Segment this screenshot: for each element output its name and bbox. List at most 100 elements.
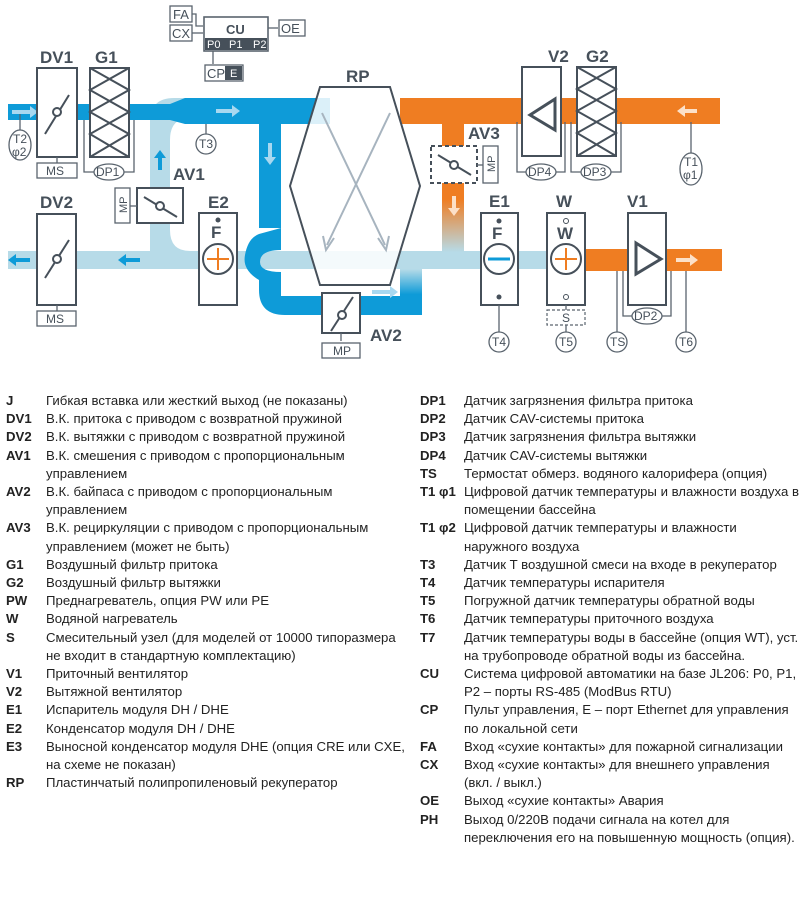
svg-text:AV3: AV3 [468,124,500,143]
legend-row: E3 Выносной конденсатор модуля DHE (опция… [6,738,406,774]
legend-code: AV3 [6,520,31,536]
damper-av2: MP AV2 [321,292,402,359]
damper-av3: AV3 MP [430,124,500,184]
legend-description: Выносной конденсатор модуля DHE (опция C… [46,738,405,773]
legend-code: RP [6,775,25,791]
svg-text:CX: CX [172,26,190,41]
svg-text:T1: T1 [684,155,698,169]
flow-arrow [12,105,398,298]
svg-text:AV2: AV2 [370,326,402,345]
damper-dv1: DV1 MS [36,48,78,179]
svg-text:φ2: φ2 [12,145,27,159]
legend-description: Конденсатор модуля DH / DHE [46,720,235,736]
legend-description: Датчик загрязнения фильтра вытяжки [464,429,697,445]
condenser-e2: E2 F [198,193,238,306]
legend-description: В.К. притока с приводом с возвратной пру… [46,411,343,427]
legend-description: Испаритель модуля DH / DHE [46,702,229,718]
legend-code: G1 [6,556,24,572]
svg-text:TS: TS [610,335,625,349]
legend-description: Вход «сухие контакты» для внешнего управ… [464,757,770,791]
svg-text:F: F [492,224,502,243]
legend-code: E3 [6,738,23,754]
svg-text:FA: FA [173,7,189,22]
legend-row: T5 Погружной датчик температуры обратной … [420,592,800,610]
svg-text:S: S [562,311,570,325]
svg-text:F: F [211,223,221,242]
legend-description: Цифровой датчик температуры и влажности … [464,484,799,518]
flow-arrow [448,105,698,266]
svg-text:DV1: DV1 [40,48,73,67]
svg-text:RP: RP [346,67,370,86]
legend-description: Погружной датчик температуры обратной во… [464,593,755,609]
svg-text:G1: G1 [95,48,118,67]
sensor-t6: T6 [675,271,697,353]
svg-text:MP: MP [118,197,130,214]
legend-description: Датчик температуры приточного воздуха [464,611,714,627]
svg-text:W: W [556,192,573,211]
legend-row: DP1 Датчик загрязнения фильтра притока [420,392,800,410]
svg-text:DP2: DP2 [634,309,658,323]
legend-description: Датчик температуры испарителя [464,575,665,591]
fan-v2: V2 DP4 [516,47,569,181]
svg-text:DP1: DP1 [96,165,120,179]
legend-description: В.К. вытяжки с приводом с возвратной пру… [46,429,346,445]
svg-text:P2: P2 [253,39,266,51]
legend-description: Воздушный фильтр вытяжки [46,575,221,591]
fan-v1: V1 DP2 [622,192,672,325]
svg-text:MP: MP [486,156,498,173]
svg-text:P0: P0 [207,39,220,51]
sensor-ts: TS [606,271,628,353]
legend-code: CP [420,702,439,718]
legend-code: DP4 [420,447,446,463]
sensor-t1: T1 φ1 [679,122,703,186]
legend-code: TS [420,465,437,481]
svg-text:MS: MS [46,164,64,178]
svg-text:MS: MS [46,312,64,326]
legend-description: В.К. байпаса с приводом с пропорциональн… [46,484,333,518]
legend-code: T1 φ2 [420,520,456,536]
water-heater-w: W W S T5 [546,192,586,353]
legend-code: T5 [420,593,436,609]
legend-code: FA [420,738,437,754]
damper-dv2: DV2 MS [36,193,77,327]
legend-code: T4 [420,575,436,591]
legend-code: DP1 [420,393,446,408]
svg-text:CP: CP [207,66,225,81]
legend-description: Выход 0/220В подачи сигнала на котел для… [464,811,795,845]
legend-description: Термостат обмерз. водяного калорифера (о… [464,465,768,481]
legend-description: Приточный вентилятор [46,666,189,682]
legend-description: Датчик T воздушной смеси на входе в реку… [464,556,777,572]
svg-text:V2: V2 [548,47,569,66]
svg-text:DP3: DP3 [583,165,607,179]
legend-code: T1 φ1 [420,484,456,500]
legend-description: Датчик загрязнения фильтра притока [464,393,693,408]
sensor-t2: T2 φ2 [8,114,32,161]
legend-description: Вытяжной вентилятор [46,684,183,700]
oe-box [278,19,306,37]
legend-code: V2 [6,684,23,700]
svg-text:DV2: DV2 [40,193,73,212]
legend-description: Пульт управления, E – порт Ethernet для … [464,702,789,736]
control-block: FA CX CU P0 P1 P2 OE CP E [169,5,306,82]
legend-code: CX [420,757,439,773]
legend-code: S [6,629,15,645]
legend-code: AV2 [6,484,31,500]
svg-text:E1: E1 [489,192,510,211]
legend-row: CX Вход «сухие контакты» для внешнего упр… [420,756,800,792]
svg-text:φ1: φ1 [683,168,698,182]
svg-text:CU: CU [226,22,245,37]
legend-code: E2 [6,720,23,736]
legend-description: Преднагреватель, опция PW или PE [46,593,270,609]
legend-description: В.К. рециркуляции с приводом с пропорцио… [46,520,369,554]
